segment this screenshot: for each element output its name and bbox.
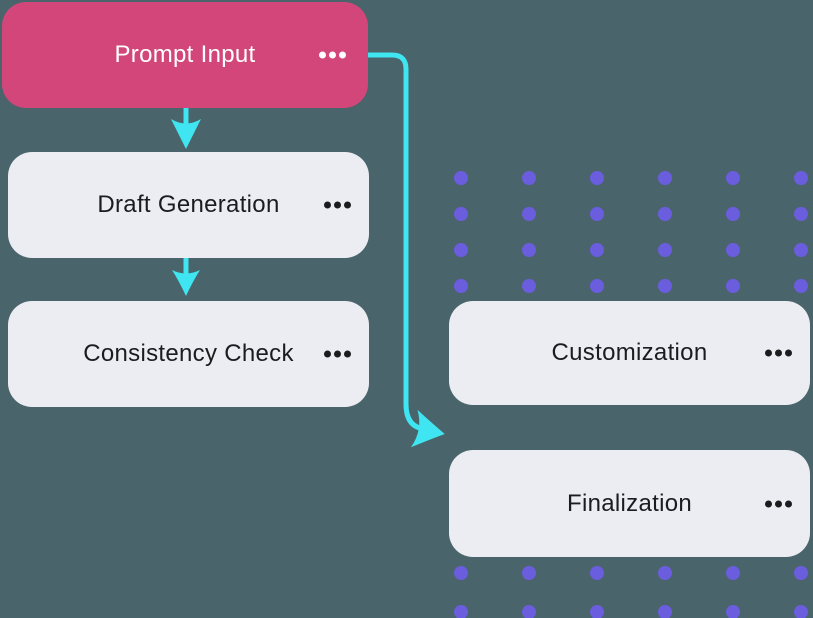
grid-dot — [522, 279, 536, 293]
arrowhead-down-icon — [172, 270, 200, 296]
grid-dot — [522, 171, 536, 185]
grid-dot — [590, 279, 604, 293]
grid-dot — [522, 243, 536, 257]
grid-dot — [590, 207, 604, 221]
grid-dot — [590, 566, 604, 580]
grid-dot — [658, 279, 672, 293]
grid-dot — [726, 279, 740, 293]
node-customization[interactable]: Customization — [449, 301, 810, 405]
grid-dot — [794, 207, 808, 221]
arrowhead-right-icon — [410, 409, 445, 448]
grid-dot — [454, 243, 468, 257]
grid-dot — [658, 207, 672, 221]
grid-dot — [454, 605, 468, 618]
grid-dot — [590, 243, 604, 257]
grid-dot — [658, 243, 672, 257]
grid-dot — [454, 566, 468, 580]
node-draft-generation[interactable]: Draft Generation — [8, 152, 369, 258]
connector-prompt-to-draft — [171, 105, 201, 149]
grid-dot — [522, 566, 536, 580]
node-label: Consistency Check — [83, 340, 294, 367]
grid-dot — [454, 171, 468, 185]
grid-dot — [794, 171, 808, 185]
grid-dot — [794, 243, 808, 257]
node-finalization[interactable]: Finalization — [449, 450, 810, 557]
grid-dot — [454, 207, 468, 221]
ellipsis-icon[interactable] — [322, 198, 353, 213]
connector-draft-to-consistency — [172, 255, 200, 296]
grid-dot — [658, 566, 672, 580]
grid-dot — [454, 279, 468, 293]
grid-dot — [726, 243, 740, 257]
grid-dot — [658, 605, 672, 618]
grid-dot — [794, 566, 808, 580]
grid-dot — [794, 605, 808, 618]
grid-dot — [726, 566, 740, 580]
grid-dot — [590, 171, 604, 185]
arrowhead-down-icon — [171, 119, 201, 149]
node-consistency-check[interactable]: Consistency Check — [8, 301, 369, 407]
ellipsis-icon[interactable] — [322, 347, 353, 362]
node-label: Customization — [551, 339, 708, 366]
grid-dot — [590, 605, 604, 618]
grid-dot — [522, 605, 536, 618]
grid-dot — [726, 207, 740, 221]
connector-prompt-to-right-column — [367, 52, 445, 448]
ellipsis-icon[interactable] — [763, 346, 794, 361]
node-label: Draft Generation — [97, 191, 280, 218]
node-prompt-input[interactable]: Prompt Input — [2, 2, 368, 108]
dot-grid-top — [454, 171, 808, 293]
node-label: Prompt Input — [114, 41, 256, 68]
grid-dot — [658, 171, 672, 185]
grid-dot — [522, 207, 536, 221]
grid-dot — [794, 279, 808, 293]
grid-dot — [726, 171, 740, 185]
ellipsis-icon[interactable] — [763, 496, 794, 511]
node-label: Finalization — [567, 489, 692, 517]
dot-grid-bottom — [454, 566, 808, 618]
grid-dot — [726, 605, 740, 618]
ellipsis-icon[interactable] — [317, 48, 348, 63]
connector-line — [367, 52, 427, 432]
